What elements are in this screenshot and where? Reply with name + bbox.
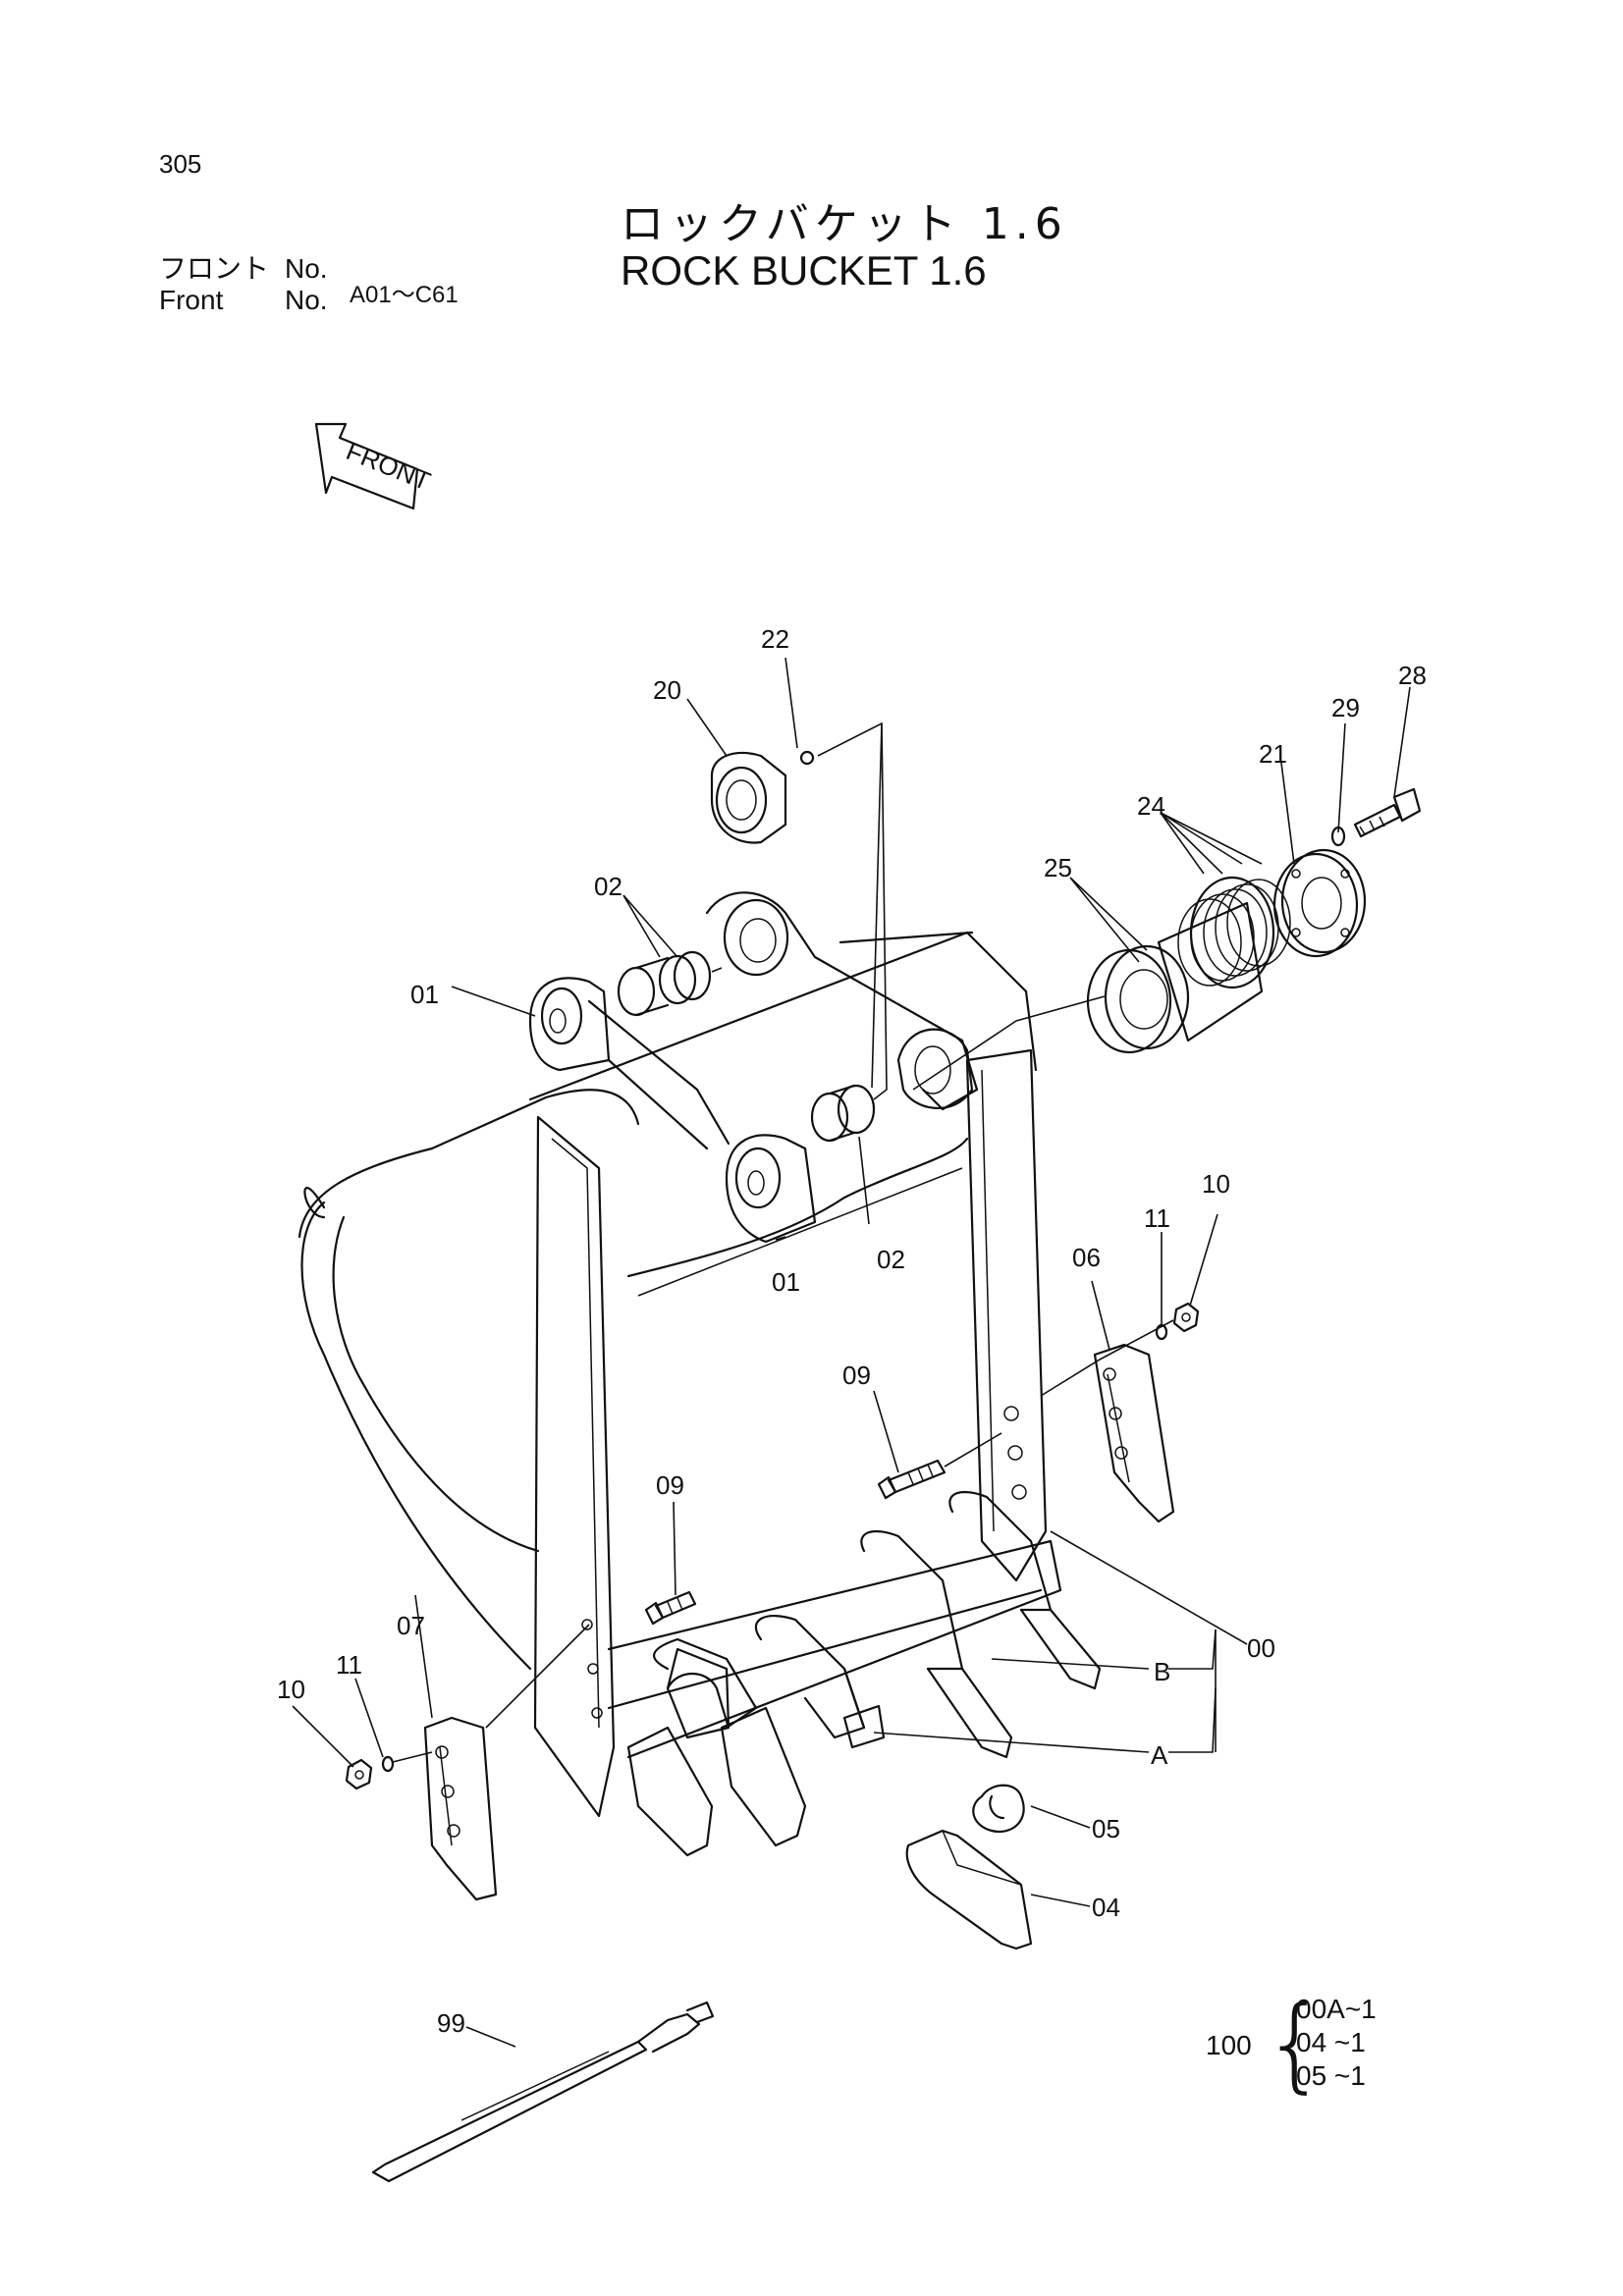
callout-21: 21 (1259, 739, 1287, 769)
callout-04: 04 (1092, 1893, 1120, 1922)
callout-22: 22 (761, 624, 789, 654)
callout-10-right: 10 (1202, 1169, 1230, 1199)
page-number: 305 (159, 149, 202, 179)
tooth-2 (653, 1637, 807, 1847)
tooth-4 (860, 1529, 1013, 1759)
cover-plate (1272, 848, 1367, 958)
bushing-lower (810, 1084, 876, 1143)
tooth-1 (626, 1647, 730, 1857)
boss-left (528, 977, 611, 1072)
kit-brace: { (1263, 1984, 1328, 2104)
callout-20: 20 (653, 675, 681, 705)
lock-pin (972, 1784, 1025, 1834)
tooth-5 (948, 1490, 1102, 1690)
callout-29: 29 (1331, 693, 1360, 722)
callout-05: 05 (1092, 1814, 1120, 1843)
callout-07: 07 (397, 1611, 425, 1640)
callout-09-right: 09 (842, 1361, 871, 1390)
washer-left (381, 1755, 395, 1773)
no-label: No. (285, 253, 328, 284)
kit-item: 05 ~1 (1296, 2060, 1366, 2091)
nut-right (1172, 1302, 1200, 1333)
shim-plate (1086, 944, 1190, 1054)
callout-02-lower: 02 (877, 1245, 905, 1274)
callout-01: 01 (410, 980, 439, 1009)
callout-00: 00 (1247, 1633, 1275, 1663)
tooth-point (905, 1829, 1033, 1950)
callout-24: 24 (1137, 791, 1165, 821)
callout-02: 02 (594, 872, 622, 901)
nut-left (345, 1758, 373, 1790)
front-label: Front (159, 285, 224, 315)
kit-number: 100 (1206, 2030, 1252, 2060)
callout-11-right: 11 (1144, 1203, 1170, 1233)
front-label-japanese: フロント (159, 253, 270, 284)
pin-removal-tool (371, 2001, 715, 2183)
bolt (1353, 787, 1422, 838)
front-direction-arrow: FRONT (314, 422, 435, 510)
page-title: ROCK BUCKET 1.6 (621, 247, 987, 294)
tooth-3 (754, 1615, 866, 1739)
bolt-right (877, 1459, 947, 1500)
callout-06: 06 (1072, 1243, 1101, 1272)
page-title-japanese: ロックバケット 1.6 (621, 199, 1068, 249)
callout-28: 28 (1398, 661, 1427, 690)
callout-25: 25 (1044, 853, 1072, 882)
kit-item: 04 ~1 (1296, 2027, 1366, 2057)
boss-right (725, 1134, 817, 1244)
side-cutter-left (423, 1716, 498, 1901)
bucket-body (298, 931, 1062, 1818)
link-plate-front (587, 999, 730, 1150)
callout-b: B (1154, 1657, 1170, 1686)
front-range: A01～C61 (350, 282, 459, 308)
side-cutter-right (1093, 1343, 1175, 1523)
bushing-upper (617, 950, 712, 1017)
retainer-clip (842, 1704, 886, 1749)
callout-99: 99 (437, 2008, 465, 2038)
kit-items: 00A~1 04 ~1 05 ~1 (1296, 1993, 1377, 2093)
kit-item: 00A~1 (1296, 1994, 1377, 2024)
callout-10-left: 10 (277, 1675, 305, 1704)
front-number-label: フロント No. Front No. (159, 253, 328, 316)
shim-pack (1157, 876, 1291, 1042)
callout-09-left: 09 (656, 1470, 684, 1500)
link-plate-rear (705, 891, 979, 1111)
pin-cap (710, 750, 815, 844)
callout-01-lower: 01 (772, 1267, 800, 1297)
no-label: No. (285, 285, 328, 315)
callout-a: A (1151, 1740, 1168, 1770)
bolt-left (644, 1590, 697, 1626)
callout-11-left: 11 (336, 1650, 362, 1680)
